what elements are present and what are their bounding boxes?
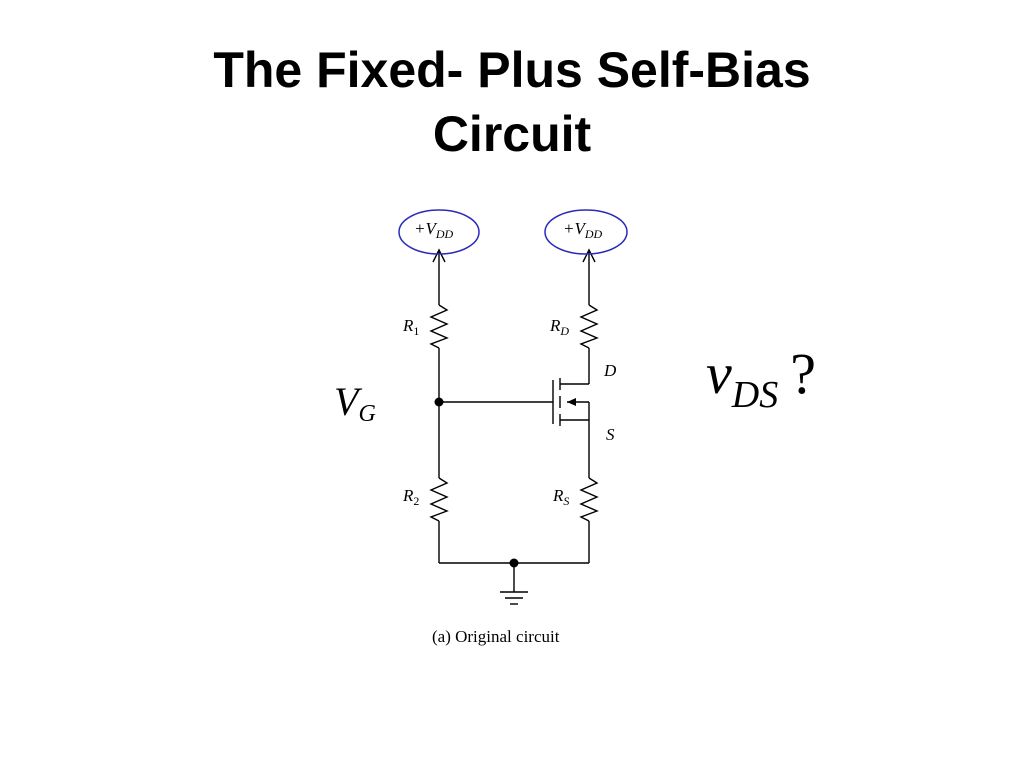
r1-label: R1 [402,316,419,338]
r2-label: R2 [402,486,419,508]
rs-label: RS [552,486,569,508]
mosfet-body-arrow [567,398,576,406]
ground-node [509,558,519,568]
rd-resistor [579,304,599,349]
r1-resistor [429,304,449,349]
left-supply-highlight [398,209,480,255]
left-supply-arrow [432,248,446,263]
slide-title: The Fixed- Plus Self-Bias Circuit [0,38,1024,166]
vds-question: vDS? [706,341,816,416]
title-line-2: Circuit [432,106,592,162]
drain-label: D [603,361,617,380]
right-supply-highlight [544,209,628,255]
rs-resistor [579,477,599,522]
gate-node [434,397,444,407]
title-line-1: The Fixed- Plus Self-Bias [213,42,811,98]
right-supply-arrow [582,248,596,263]
left-supply-label: +VDD [414,219,454,241]
rd-label: RD [549,316,569,338]
r2-resistor [429,477,449,522]
right-supply-label: +VDD [563,219,603,241]
source-label: S [606,425,615,444]
vg-label: VG [334,379,376,427]
circuit-caption: (a) Original circuit [432,627,560,646]
